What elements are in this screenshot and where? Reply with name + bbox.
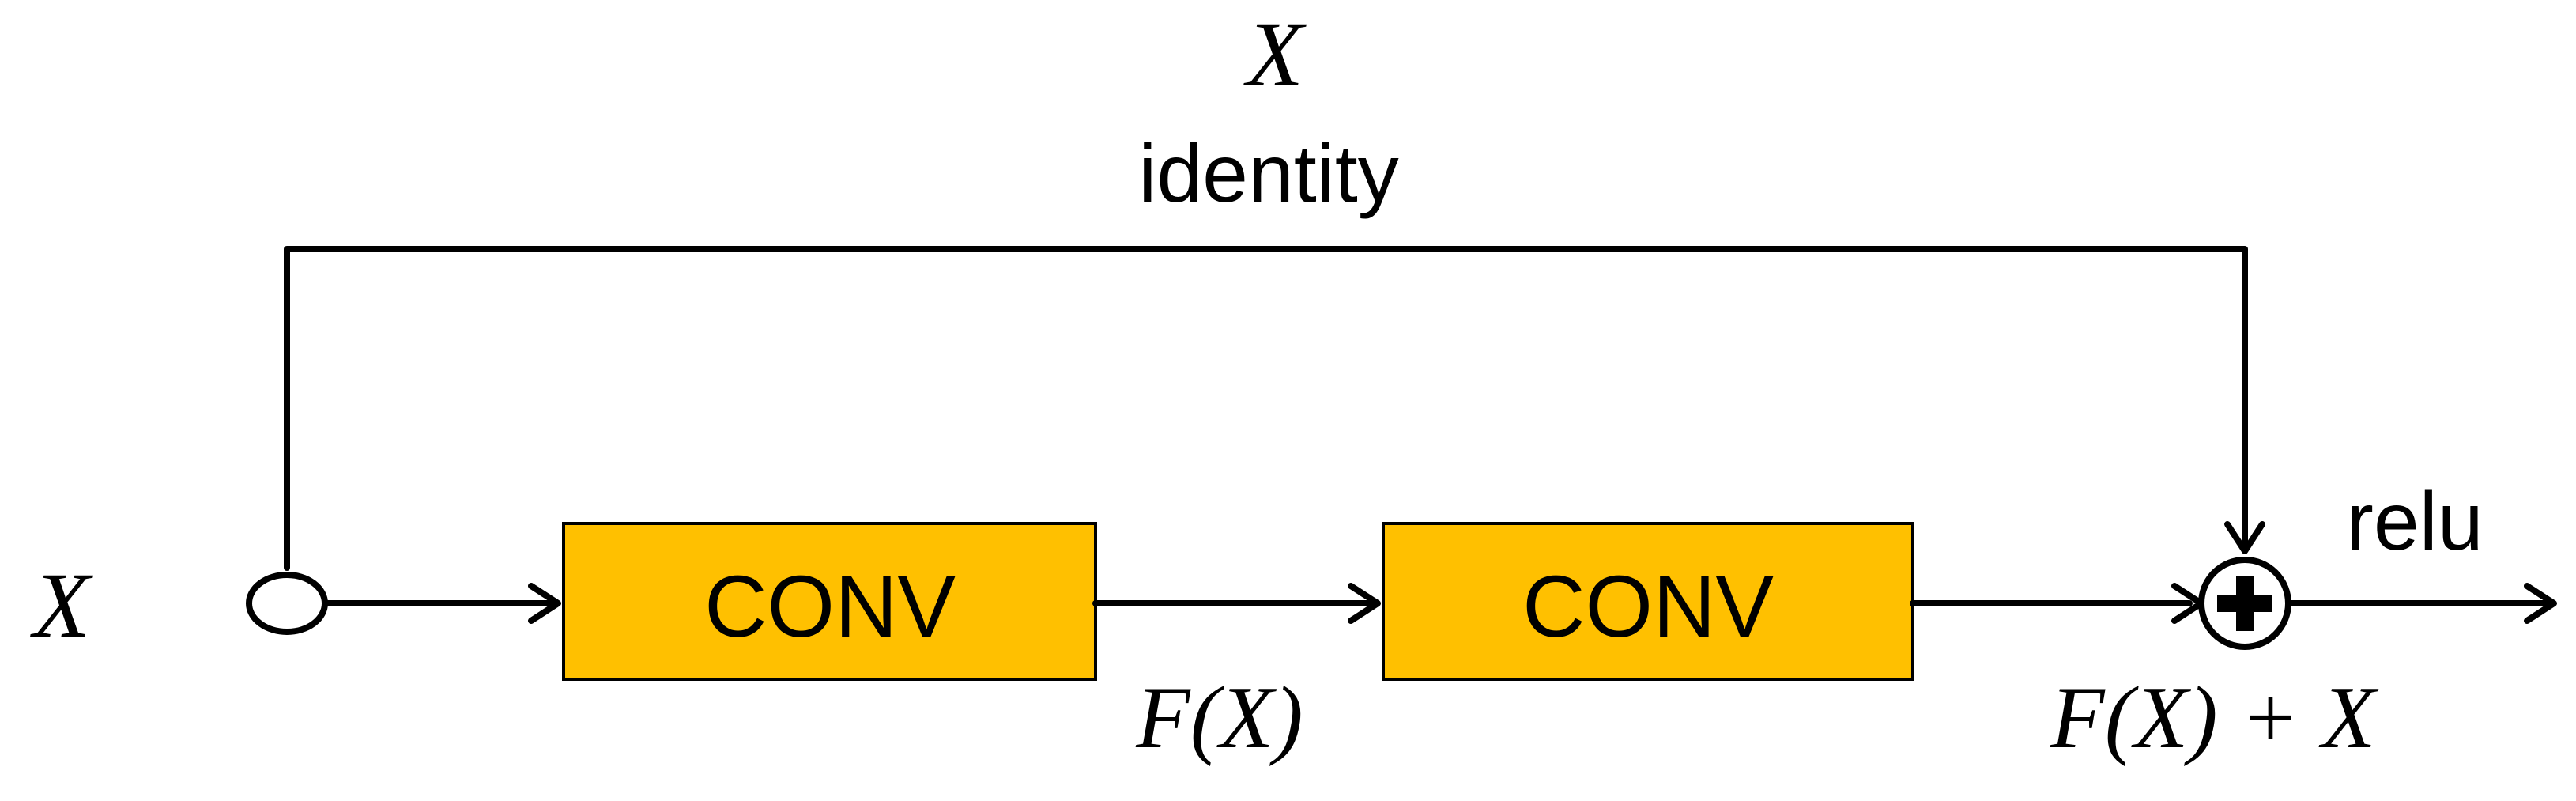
identity-label: identity	[1138, 128, 1399, 220]
conv-block-1-rect	[562, 522, 1097, 681]
residual-function-label: F(X)	[1135, 669, 1303, 767]
skip-connection-line	[284, 246, 2248, 571]
circled-plus-icon	[2198, 557, 2291, 650]
relu-label: relu	[2346, 476, 2483, 568]
split-node-icon	[246, 572, 328, 635]
skip-arrowhead	[2224, 521, 2265, 554]
conv-block-2-rect	[1382, 522, 1914, 681]
skip-x-label: X	[1243, 2, 1307, 106]
input-arrowhead	[528, 583, 561, 624]
input-x-label: X	[30, 554, 93, 657]
conv-block-2: CONV	[1382, 522, 1914, 681]
sum-output-label: F(X) + X	[2050, 669, 2379, 767]
conv-to-conv-arrowhead	[1348, 583, 1381, 624]
conv-block-2-label: CONV	[1522, 558, 1774, 656]
output-arrowhead	[2524, 583, 2557, 624]
conv-block-1: CONV	[562, 522, 1097, 681]
conv-block-1-label: CONV	[704, 558, 956, 656]
